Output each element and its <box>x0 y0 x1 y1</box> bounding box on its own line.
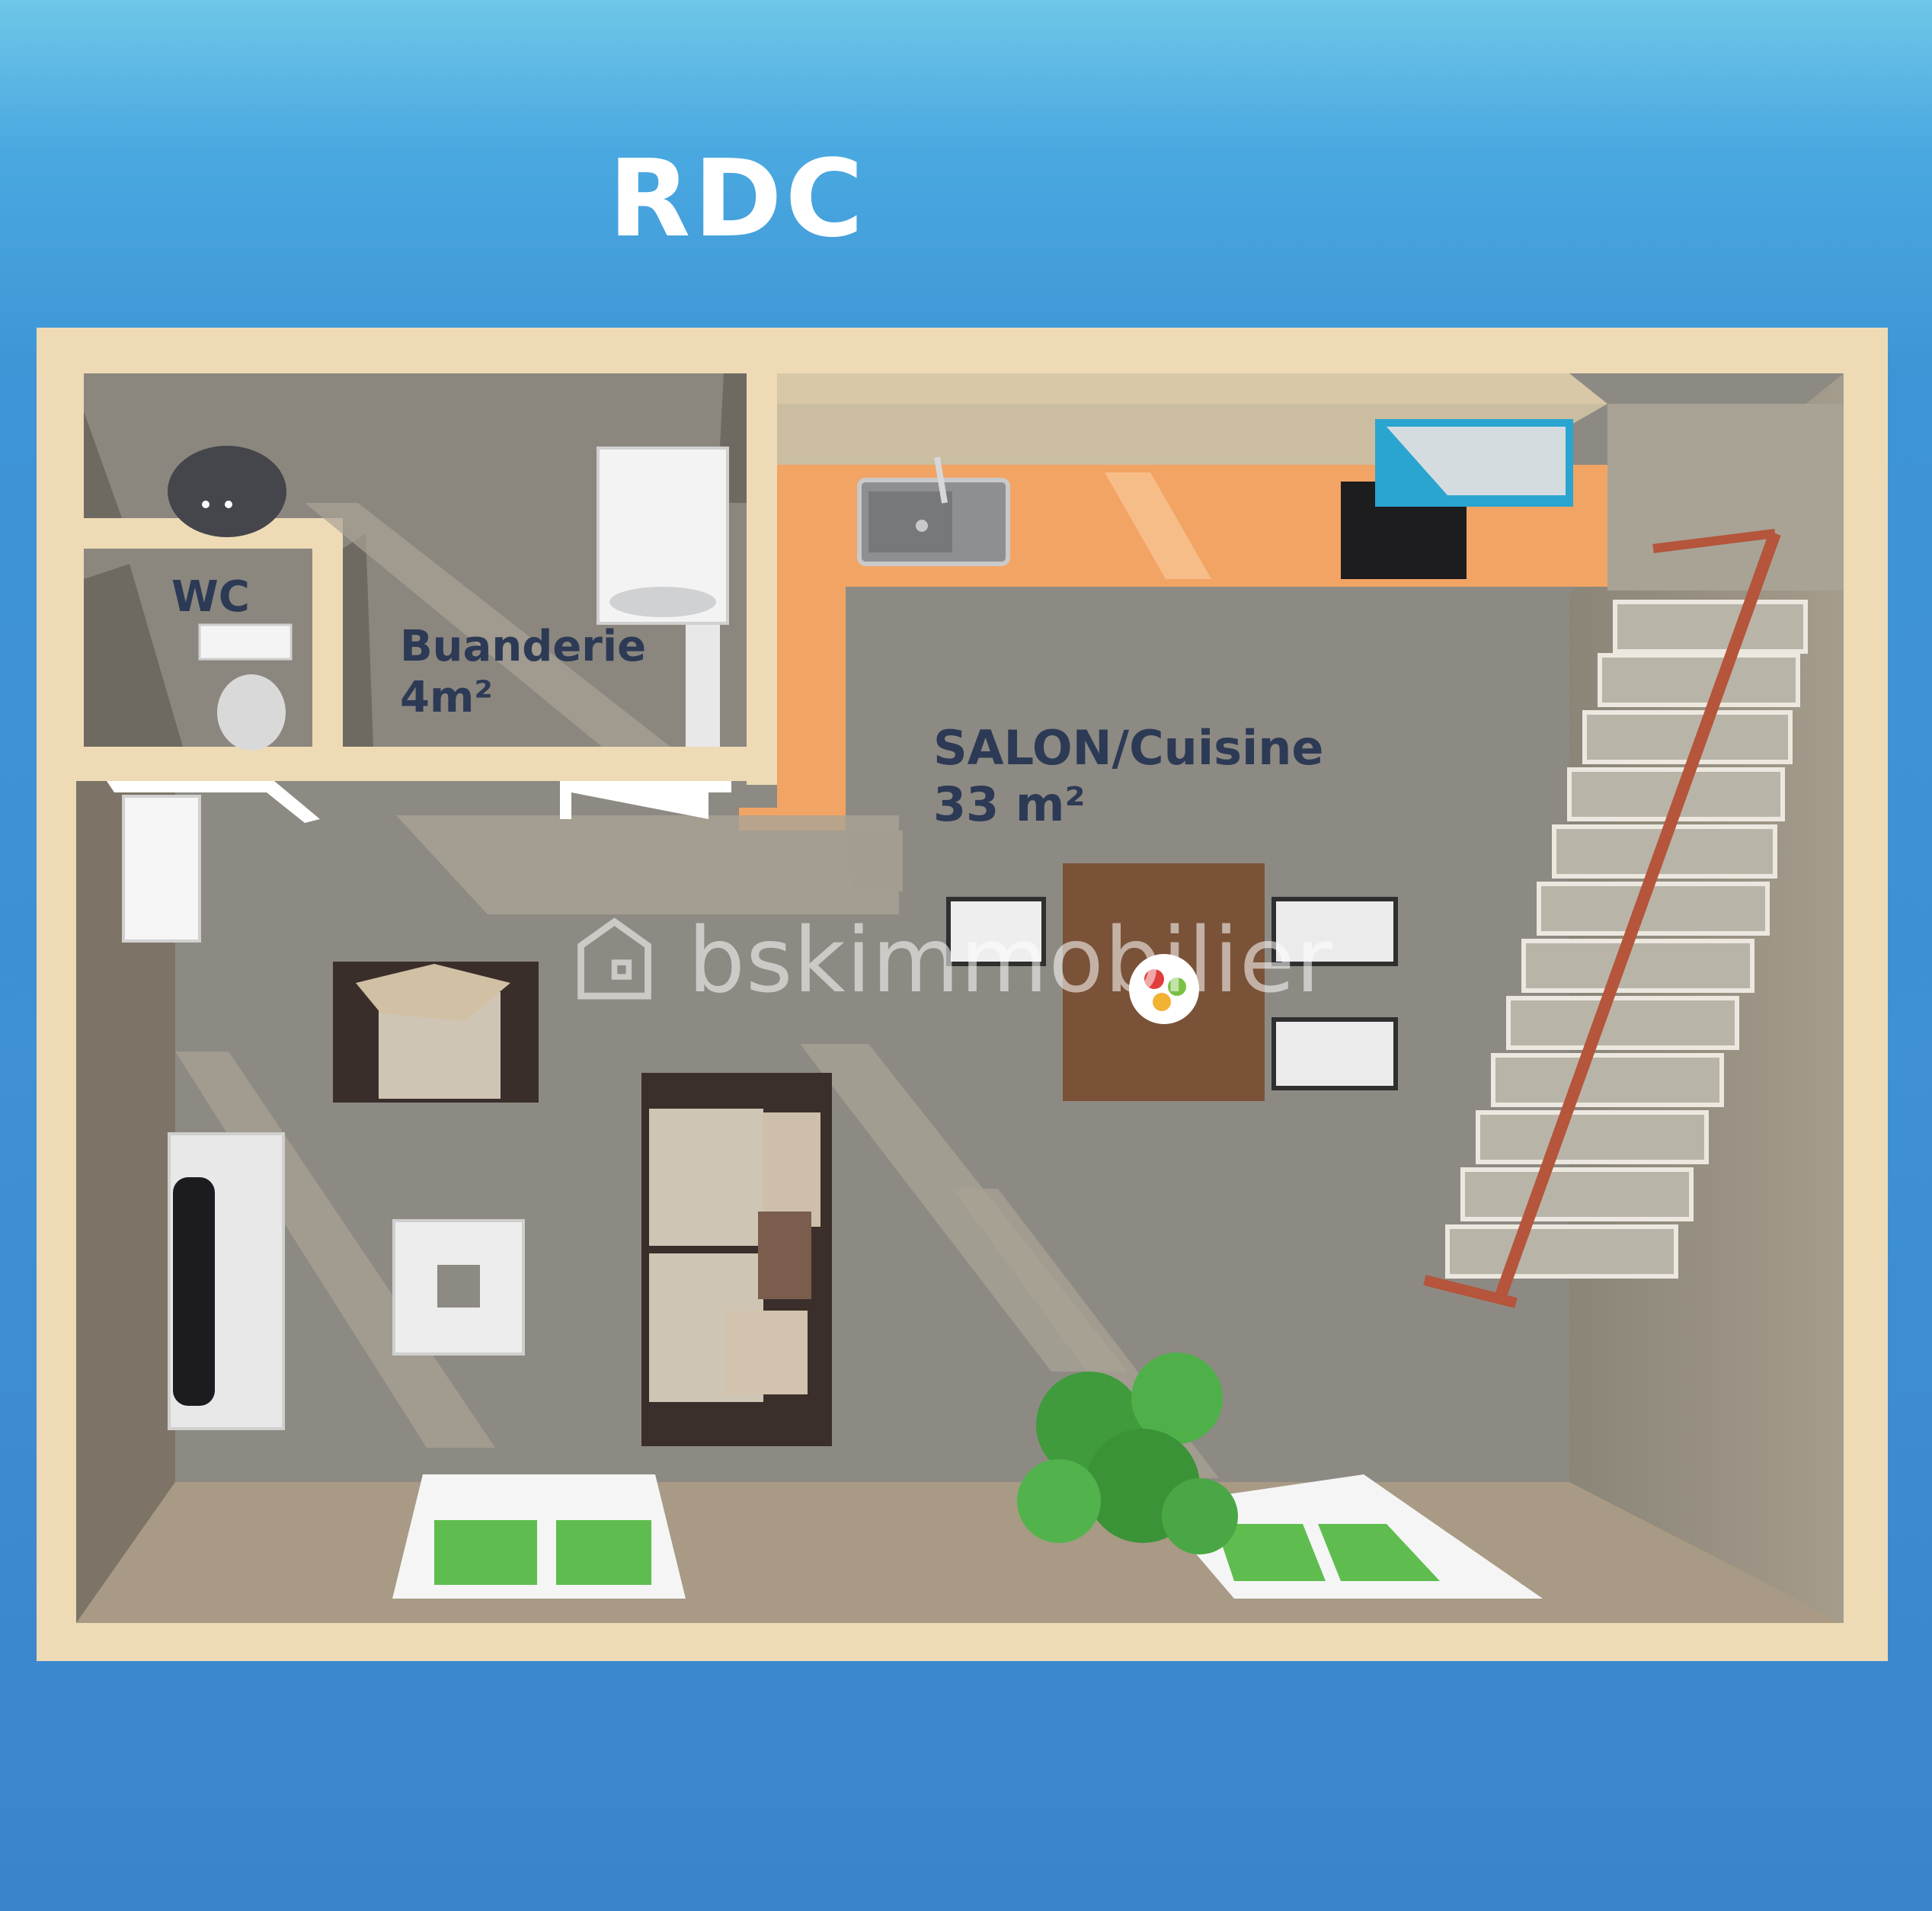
fruit-bowl <box>1129 954 1199 1024</box>
washing-machine-door <box>609 587 716 617</box>
stair-railing-bottom <box>1423 1275 1518 1308</box>
buanderie-name: Buanderie <box>400 622 647 671</box>
buanderie-sunlight <box>305 503 670 747</box>
stair-landing <box>1607 404 1844 591</box>
stair-railing <box>1495 531 1781 1298</box>
sofa-pillow-3 <box>724 1311 808 1394</box>
tv <box>173 1177 215 1406</box>
sofa-pillow-2 <box>758 1212 811 1299</box>
wc-label: WC <box>171 572 250 622</box>
wall-shadow-bottom <box>76 1482 1844 1623</box>
interior-wall-horizontal <box>76 751 777 781</box>
watermark-logo-icon <box>577 917 651 1000</box>
door-wc <box>107 781 320 823</box>
sink-basin <box>868 491 952 552</box>
buanderie-area: 4m² <box>400 673 493 723</box>
sofa-pillow-1 <box>763 1112 820 1227</box>
shelf <box>686 625 720 747</box>
counter-sunlight <box>1105 472 1211 579</box>
kitchen-back-wall <box>777 373 1607 404</box>
wall-shadow-left <box>76 777 175 1623</box>
salon-area: 33 m² <box>933 776 1086 833</box>
faucet <box>934 456 948 504</box>
armchair-cushion <box>356 964 510 1021</box>
chair-right-top <box>1271 897 1398 966</box>
floor-sunlight-1 <box>396 815 899 914</box>
watermark: bskimmobilier <box>571 884 1333 1036</box>
wc-wall <box>312 526 343 754</box>
plant <box>1017 1352 1238 1554</box>
interior-wall-vertical <box>747 373 777 785</box>
floor-title: RDC <box>608 137 867 261</box>
storage-shadow <box>84 411 122 518</box>
watermark-text: bskimmobilier <box>688 907 1333 1013</box>
toilet-bowl <box>217 674 286 751</box>
water-heater <box>168 446 286 537</box>
wc-shadow <box>84 564 183 747</box>
sink-drain <box>916 520 928 532</box>
entry-mat <box>846 831 903 891</box>
buanderie-shadow <box>343 533 373 747</box>
chair-right-bottom <box>1271 1017 1398 1090</box>
chair-left <box>946 897 1046 966</box>
salon-label: SALON/Cuisine 33 m² <box>933 720 1323 834</box>
door-buanderie <box>560 781 731 819</box>
buanderie-label: Buanderie 4m² <box>400 621 646 723</box>
range-hood-top <box>1387 427 1566 495</box>
salon-name: SALON/Cuisine <box>933 720 1324 776</box>
sofa-seat-top <box>649 1109 763 1246</box>
toilet-tank <box>198 623 293 661</box>
stair-railing-top <box>1652 529 1776 553</box>
white-cabinet <box>122 795 201 943</box>
